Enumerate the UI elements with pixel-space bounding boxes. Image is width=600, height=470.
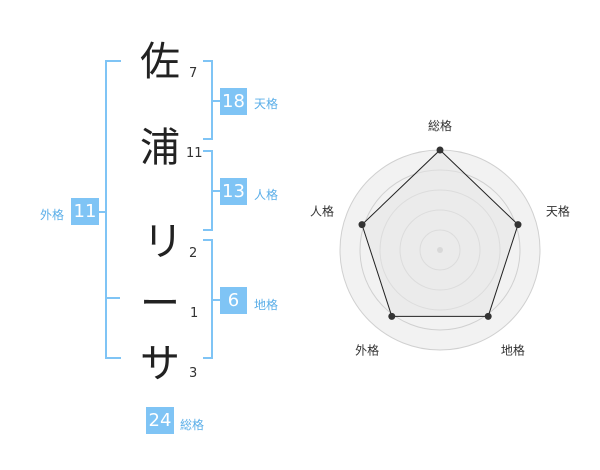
radar-axis-label-2: 天格 [546, 204, 570, 219]
tenkaku-label: 天格 [254, 97, 279, 111]
jinkaku-value-badge: 13 [220, 178, 247, 205]
radar-point-3 [484, 312, 492, 320]
name-char-1: 佐 [140, 39, 180, 85]
gaikaku-label: 外格 [40, 208, 65, 222]
radar-axis-label-5: 人格 [310, 204, 334, 219]
stroke-count-5: 3 [189, 366, 198, 381]
chikaku-label: 地格 [254, 298, 279, 312]
gaikaku-value-badge: 11 [71, 198, 99, 225]
stroke-count-3: 2 [189, 246, 198, 261]
stroke-count-1: 7 [189, 66, 198, 81]
name-char-2: 浦 [140, 125, 180, 171]
name-char-3: リ [143, 219, 183, 265]
stroke-count-2: 11 [186, 146, 203, 161]
name-char-4: ー [140, 281, 180, 327]
soukaku-value-badge: 24 [146, 407, 174, 434]
soukaku-label: 総格 [180, 418, 205, 432]
jinkaku-label: 人格 [254, 188, 279, 202]
radar-point-5 [358, 221, 366, 229]
radar-point-1 [436, 146, 444, 154]
radar-axis-label-4: 外格 [355, 342, 379, 357]
gaikaku-bracket [105, 60, 121, 359]
radar-axis-label-1: 総格 [428, 118, 452, 133]
radar-polygon [361, 149, 519, 317]
radar-axis-label-3: 地格 [501, 342, 525, 357]
stroke-count-4: 1 [190, 306, 199, 321]
tenkaku-value-badge: 18 [220, 88, 247, 115]
chikaku-value-badge: 6 [220, 287, 247, 314]
radar-point-2 [514, 221, 522, 229]
name-char-5: サ [140, 341, 180, 387]
radar-point-4 [388, 312, 396, 320]
